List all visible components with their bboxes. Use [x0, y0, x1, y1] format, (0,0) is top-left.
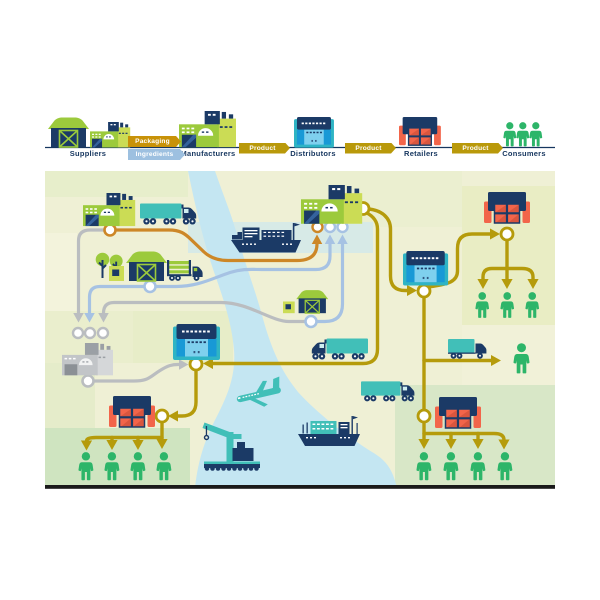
inport-gray-1 [71, 326, 85, 340]
node-farm [143, 279, 157, 294]
retailer-store-bottom-right-icon [434, 396, 482, 429]
stage-label-distributors: Distributors [290, 149, 336, 158]
flow-badge-product-3: Product [452, 143, 503, 154]
node-packaging-supplier [103, 223, 117, 237]
distributor-warehouse-right-icon [403, 251, 449, 286]
inport-gray-3 [96, 326, 110, 340]
distributors-icon [294, 117, 334, 148]
distributor-warehouse-center-icon [173, 324, 220, 360]
stage-label-consumers: Consumers [502, 149, 546, 158]
stage-label-manufacturers: Manufacturers [180, 149, 236, 158]
packaging-route [115, 228, 323, 263]
flow-badge-ingredients: Ingredients [128, 149, 185, 160]
node-barn [304, 314, 318, 329]
manufacturers-icon [179, 111, 236, 148]
retailers-icon [398, 116, 442, 146]
flow-badge-packaging: Packaging [128, 136, 181, 147]
node-retailer-top-right [499, 226, 515, 242]
routes [73, 207, 539, 451]
consumers-icon [503, 122, 543, 147]
map-bottom-edge [45, 485, 555, 489]
node-distributor-right [416, 283, 432, 299]
inport-gray-2 [83, 326, 97, 340]
flow-badge-product-1: Product [239, 143, 290, 154]
suppliers-icon [47, 116, 131, 148]
retailer-store-bottom-left-icon [108, 395, 156, 428]
stage-label-retailers: Retailers [404, 149, 438, 158]
node-gray-factory [81, 374, 95, 388]
node-retailer-bottom-right [416, 408, 432, 424]
inactive-routes [73, 228, 306, 383]
retailer-store-top-right-icon [483, 191, 531, 224]
flow-badge-product-2: Product [345, 143, 396, 154]
product-routes [80, 207, 539, 451]
node-retailer-bottom-left [154, 408, 170, 424]
ingredient-routes [84, 234, 348, 324]
supply-chain-map [45, 171, 555, 489]
stage-label-suppliers: Suppliers [69, 149, 107, 158]
